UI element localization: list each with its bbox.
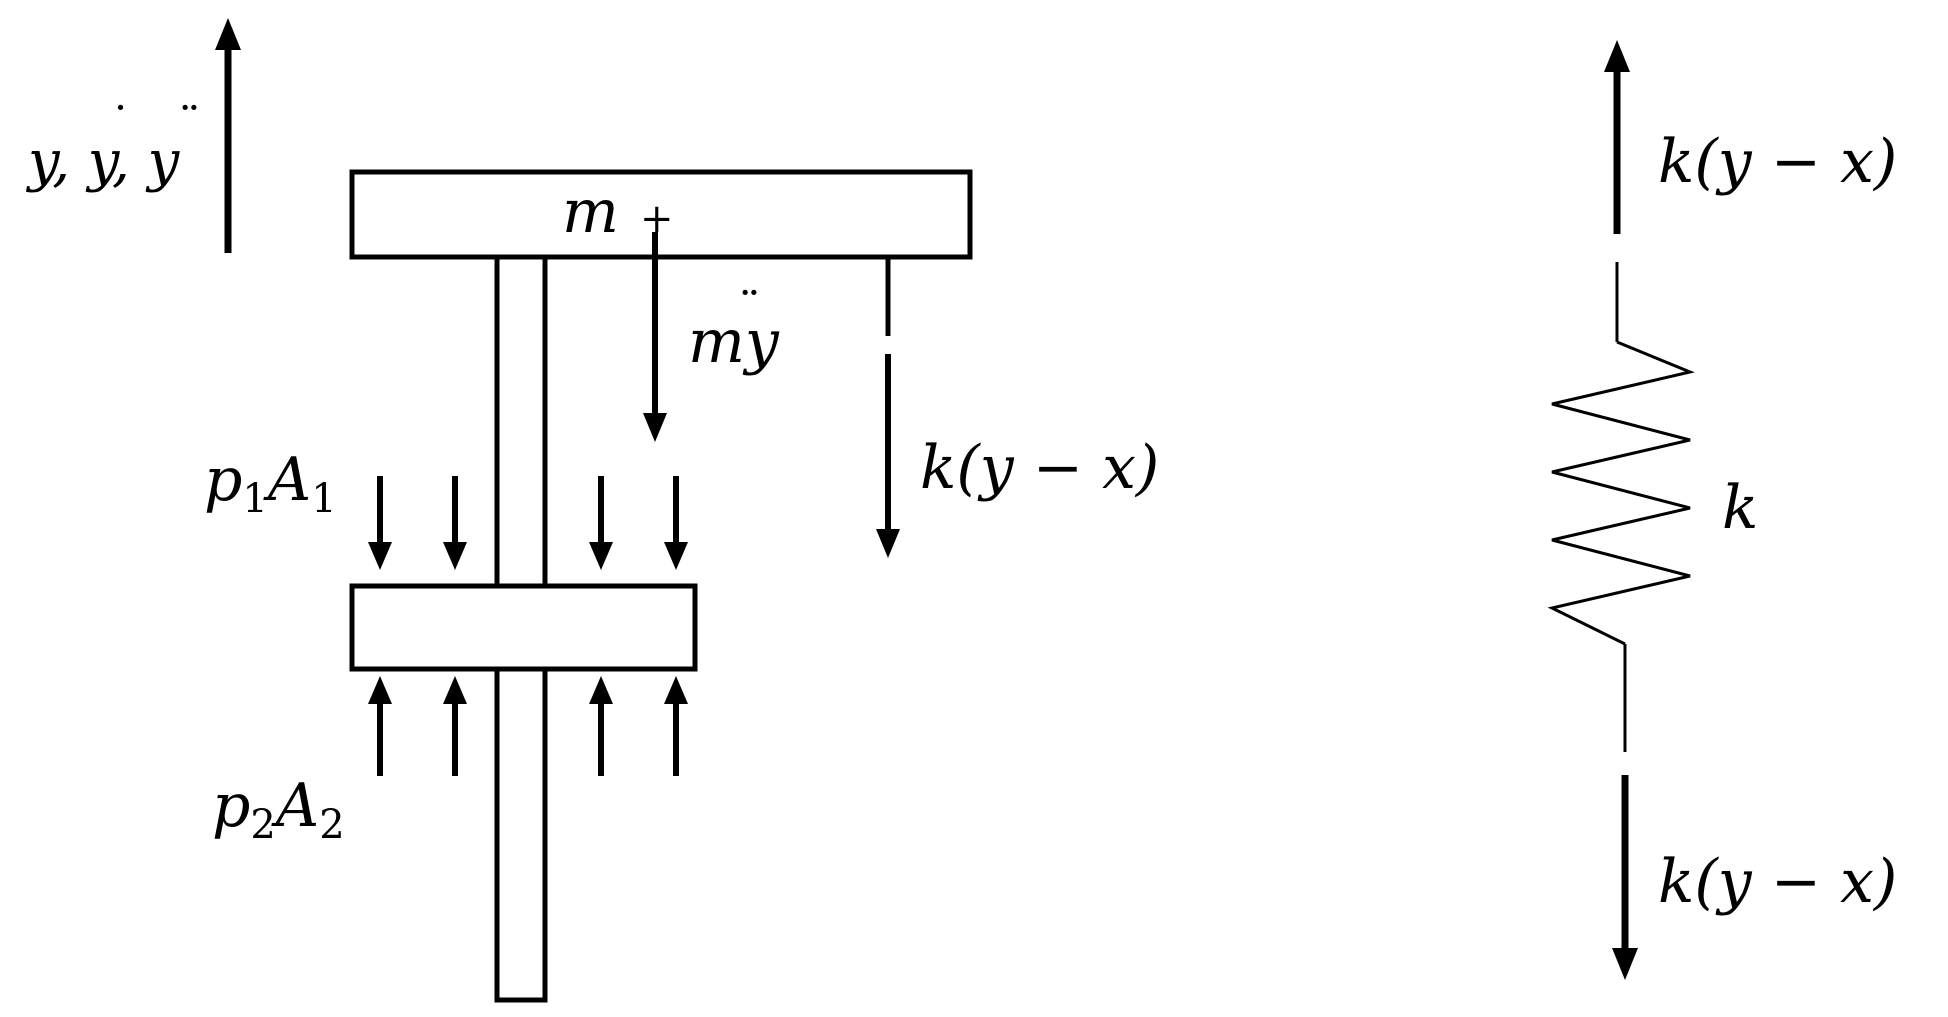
- ydot-dot: ˙: [109, 97, 132, 151]
- piston-rod-upper: [494, 254, 548, 590]
- spring-force-arrow-on-mass: [876, 257, 900, 558]
- spring: [1547, 262, 1695, 752]
- displacement-label: y, y, y: [25, 129, 181, 194]
- yddot-dots: ¨: [178, 97, 201, 151]
- inertia-force-arrow: [643, 232, 667, 442]
- p2A2-label: p2A2: [212, 771, 345, 848]
- spring-top-force-arrow: [1604, 40, 1630, 234]
- spring-constant-label: k: [1722, 473, 1758, 543]
- displacement-arrow: [215, 18, 241, 253]
- piston-rod-lower: [494, 665, 548, 1003]
- mass-plate: [349, 169, 973, 260]
- inertia-dots: ¨: [738, 282, 761, 336]
- piston-head: [349, 583, 698, 672]
- spring-bottom-force-label: k(y − x): [1658, 847, 1897, 917]
- p1A1-label: p1A1: [204, 445, 337, 522]
- spring-bottom-force-arrow: [1612, 775, 1638, 980]
- pressure-arrows-top: [368, 476, 688, 570]
- spring-force-label-on-mass: k(y − x): [920, 433, 1159, 503]
- spring-top-force-label: k(y − x): [1658, 127, 1897, 197]
- inertia-label: my: [688, 307, 780, 377]
- mass-label: m: [562, 177, 619, 247]
- pressure-arrows-bottom: [368, 676, 688, 776]
